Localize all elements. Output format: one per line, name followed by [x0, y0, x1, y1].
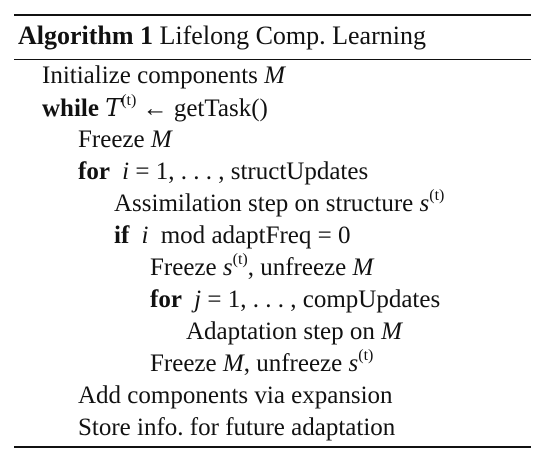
superscript-t: (t)	[121, 91, 137, 109]
condition: adaptFreq = 0	[211, 222, 351, 249]
superscript-t: (t)	[429, 186, 445, 204]
line-text: Initialize components	[42, 62, 258, 89]
line-text: Freeze	[150, 350, 217, 377]
line-text-2: , unfreeze	[243, 350, 343, 377]
top-rule	[14, 14, 531, 16]
var-i: i	[122, 158, 130, 185]
keyword-while: while	[42, 95, 99, 122]
algorithm-block: Algorithm 1 Lifelong Comp. Learning Init…	[14, 14, 531, 448]
bottom-rule	[14, 446, 531, 448]
line-while: while T(t) ← getTask()	[42, 91, 268, 124]
line-for-j: for j = 1, . . . , compUpdates	[150, 285, 440, 315]
superscript-t: (t)	[232, 250, 248, 268]
mod-operator: mod	[160, 222, 206, 249]
line-add-components: Add components via expansion	[78, 381, 393, 411]
var-s: s	[348, 350, 359, 377]
line-assimilation: Assimilation step on structure s(t)	[114, 186, 445, 219]
assign-arrow: ←	[142, 95, 168, 122]
line-text: Add components via expansion	[78, 382, 393, 409]
var-M: M	[264, 62, 285, 89]
line-text: Freeze	[150, 254, 217, 281]
header-rule	[14, 59, 531, 60]
var-s: s	[222, 254, 233, 281]
line-for-i: for i = 1, . . . , structUpdates	[78, 157, 368, 187]
loop-range: = 1, . . . , compUpdates	[207, 286, 441, 313]
line-text: Assimilation step on structure	[114, 190, 414, 217]
algorithm-title: Algorithm 1 Lifelong Comp. Learning	[18, 20, 426, 52]
line-freeze-m-unfreeze-s: Freeze M, unfreeze s(t)	[150, 346, 374, 379]
algorithm-name: Lifelong Comp. Learning	[159, 21, 426, 50]
line-if: if i mod adaptFreq = 0	[114, 221, 351, 251]
var-M: M	[150, 126, 172, 153]
keyword-if: if	[114, 222, 130, 249]
line-text: Adaptation step on	[186, 318, 375, 345]
line-adaptation: Adaptation step on M	[186, 317, 402, 347]
var-M: M	[352, 254, 374, 281]
keyword-for: for	[150, 286, 182, 313]
algorithm-label: Algorithm 1	[18, 21, 154, 50]
superscript-t: (t)	[358, 346, 374, 364]
line-text: Freeze	[78, 126, 145, 153]
line-initialize: Initialize components M	[42, 61, 285, 91]
var-j: j	[194, 286, 202, 313]
line-text: Store info. for future adaptation	[78, 414, 396, 441]
var-i: i	[141, 222, 149, 249]
line-freeze-s: Freeze s(t), unfreeze M	[150, 250, 374, 283]
keyword-for: for	[78, 158, 110, 185]
line-store-info: Store info. for future adaptation	[78, 413, 395, 443]
var-M: M	[222, 350, 244, 377]
var-T: T	[105, 94, 122, 122]
loop-range: = 1, . . . , structUpdates	[135, 158, 369, 185]
call-gettask: getTask()	[173, 95, 268, 122]
var-s: s	[419, 190, 430, 217]
line-text-2: , unfreeze	[247, 254, 347, 281]
line-freeze-m: Freeze M	[78, 125, 172, 155]
var-M: M	[381, 318, 402, 345]
